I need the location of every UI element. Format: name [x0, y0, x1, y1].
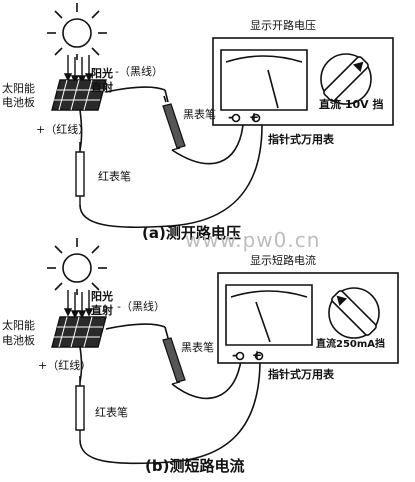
solar-panel	[51, 316, 107, 348]
sunlight-arrows	[63, 55, 94, 84]
watermark: www.pw0.cn	[185, 228, 321, 252]
caption-b: (b)测短路电流	[145, 457, 245, 475]
neg-wire-label-b: -（黑线）	[117, 300, 165, 313]
sun-icon	[47, 238, 107, 295]
terminal-plus-a: +	[249, 110, 260, 124]
range-label-b: 直流250mA挡	[316, 339, 386, 350]
red-probe-label-b: 红表笔	[95, 406, 128, 419]
black-probe	[162, 95, 186, 151]
panel-label-b-2: 电池板	[2, 334, 35, 347]
terminal-minus-b: -	[232, 348, 237, 362]
solar-panel	[51, 79, 107, 111]
meter-name-b: 指针式万用表	[268, 368, 334, 381]
panel-label-a-1: 太阳能	[2, 82, 35, 95]
neg-wire-label-a: -（黑线）	[115, 65, 163, 78]
panel-label-b-1: 太阳能	[2, 319, 35, 332]
red-probe-label-a: 红表笔	[98, 170, 131, 183]
meter-title-a: 显示开路电压	[250, 19, 316, 32]
multimeter	[217, 272, 399, 364]
sunlight-arrows	[63, 290, 94, 319]
sunlight-label-b-1: 阳光	[91, 290, 113, 303]
caption-a: (a)测开路电压	[142, 224, 241, 242]
terminal-plus-b: +	[252, 348, 263, 362]
wires	[79, 86, 263, 229]
meter-title-b: 显示短路电流	[250, 254, 316, 267]
black-probe-label-a: 黑表笔	[183, 108, 216, 121]
sunlight-label-b-2: 直射	[91, 304, 113, 317]
sunlight-label-a-1: 阳光	[91, 67, 113, 80]
panel-a-drawing	[47, 3, 394, 229]
pos-wire-label-b: +（红线）	[38, 359, 92, 372]
sun-icon	[47, 3, 107, 60]
black-probe	[162, 337, 186, 385]
meter-name-a: 指针式万用表	[268, 133, 334, 146]
red-probe	[75, 376, 85, 440]
range-label-a: 直流 10V 挡	[319, 98, 384, 111]
terminal-minus-a: -	[228, 110, 233, 124]
panel-label-a-2: 电池板	[2, 96, 35, 109]
pos-wire-label-a: +（红线）	[36, 123, 90, 136]
black-probe-label-b: 黑表笔	[181, 341, 214, 354]
multimeter	[212, 37, 394, 126]
panel-b-drawing	[47, 238, 399, 465]
red-probe	[75, 142, 85, 206]
sunlight-label-a-2: 直射	[91, 81, 113, 94]
wires	[79, 323, 261, 465]
